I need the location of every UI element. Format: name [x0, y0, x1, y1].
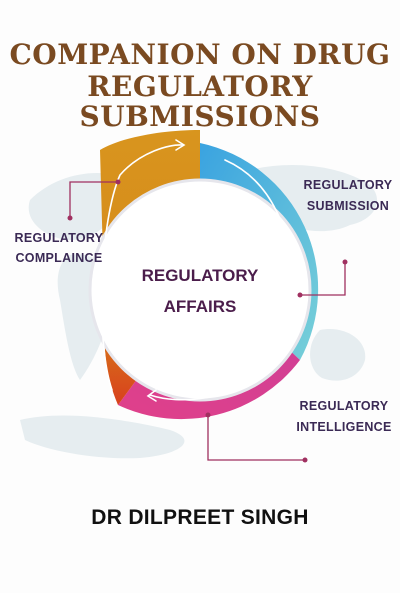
label-submission: REGULATORY SUBMISSION	[302, 175, 394, 217]
center-circle	[88, 178, 312, 402]
center-label-line-1: REGULATORY	[141, 266, 259, 285]
title-line-3: SUBMISSIONS	[79, 100, 321, 133]
center-label: REGULATORY AFFAIRS	[140, 260, 260, 322]
label-submission-line-2: SUBMISSION	[306, 199, 390, 213]
connector-lines	[69, 181, 346, 461]
connector-dots	[67, 179, 348, 463]
segment-compliance	[100, 130, 200, 405]
label-compliance: REGULATORY COMPLAINCE	[14, 228, 104, 268]
center-label-line-2: AFFAIRS	[163, 297, 237, 316]
label-intelligence-line-1: REGULATORY	[299, 399, 389, 413]
label-submission-line-1: REGULATORY	[303, 178, 393, 192]
title-line-1: COMPANION ON DRUG	[9, 38, 391, 71]
label-intelligence: REGULATORY INTELLIGENCE	[294, 396, 394, 438]
ring-arrows	[100, 139, 298, 402]
author-name: DR DILPREET SINGH	[91, 506, 309, 529]
label-compliance-line-2: COMPLAINCE	[15, 251, 103, 265]
label-compliance-line-1: REGULATORY	[14, 231, 104, 245]
title-line-2: REGULATORY	[87, 70, 313, 103]
label-intelligence-line-2: INTELLIGENCE	[296, 420, 392, 434]
